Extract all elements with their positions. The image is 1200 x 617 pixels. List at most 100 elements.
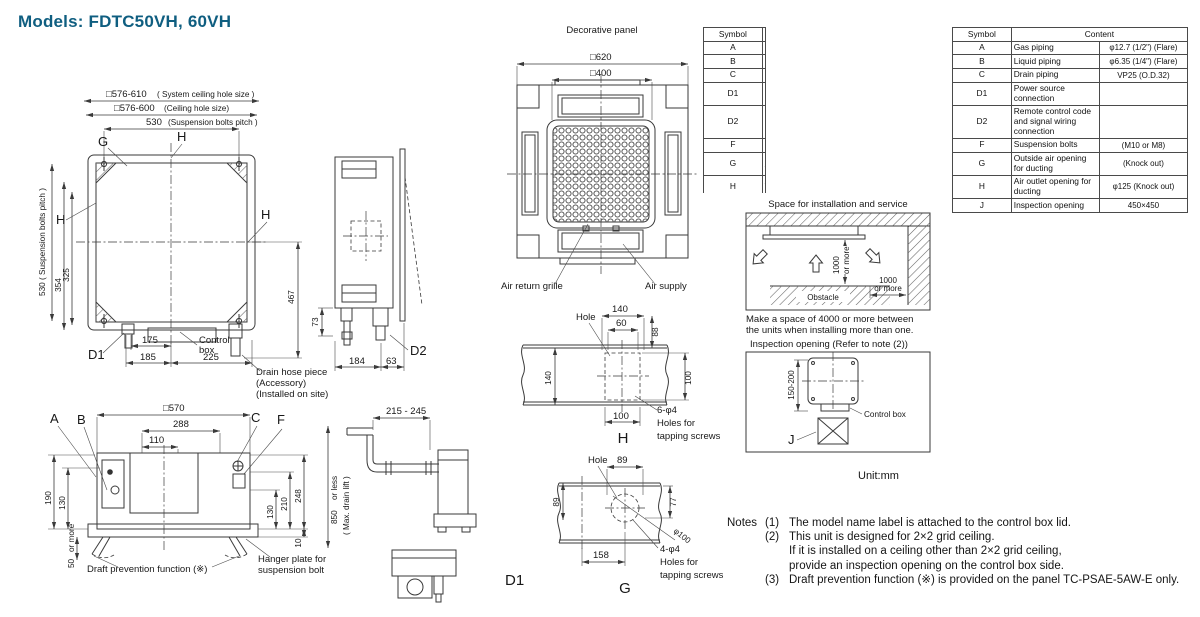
dim-570: □570 bbox=[163, 403, 185, 414]
control-box-shape bbox=[820, 403, 850, 412]
note-2-num: (2) bbox=[765, 531, 780, 544]
control-box-label-1: Control bbox=[199, 335, 230, 346]
dim-850-note: ( Max. drain lift ) bbox=[342, 476, 351, 535]
label-C: C bbox=[251, 410, 260, 425]
dim-130-left: 130 bbox=[58, 496, 67, 510]
control-box-label: Control box bbox=[864, 410, 906, 419]
inspection-title: Inspection opening (Refer to note (2)) bbox=[750, 339, 908, 350]
plan-and-side-view: □576-610 ( System ceiling hole size ) □5… bbox=[38, 89, 427, 400]
dim-1000-horizontal-note: or more bbox=[874, 284, 902, 293]
d1-section-label: D1 bbox=[505, 572, 524, 589]
h-screws-count: 6-φ4 bbox=[657, 405, 677, 416]
dim-50-or-more: or more bbox=[67, 523, 76, 552]
h-hole-label: Hole bbox=[576, 312, 596, 323]
dim-325: 325 bbox=[62, 268, 71, 282]
drain-connection-detail bbox=[391, 549, 457, 603]
dim-63: 63 bbox=[386, 356, 397, 367]
note-1-num: (1) bbox=[765, 517, 780, 529]
label-D2: D2 bbox=[410, 343, 427, 358]
dim-ceiling-hole: □576-600 bbox=[114, 103, 155, 114]
hanger-plate-label-1: Hanger plate for bbox=[258, 554, 326, 565]
g-screws-note-2: tapping screws bbox=[660, 570, 724, 581]
dim-185: 185 bbox=[140, 352, 156, 363]
g-hole-label: Hole bbox=[588, 455, 608, 466]
dim-h-100-bottom: 100 bbox=[613, 411, 629, 422]
dim-g-77: 77 bbox=[669, 497, 678, 507]
dim-system-ceiling-hole-note: ( System ceiling hole size ) bbox=[157, 90, 255, 99]
label-B: B bbox=[77, 412, 86, 427]
dim-210: 210 bbox=[280, 497, 289, 511]
dim-850-or-less: or less bbox=[330, 476, 339, 500]
h-duct-opening-detail: 140 60 88 140 100 100 Hole 6-φ4 Holes fo… bbox=[521, 304, 721, 447]
note-2-text-b: If it is installed on a ceiling other th… bbox=[789, 545, 1062, 558]
h-screws-note-2: tapping screws bbox=[657, 431, 721, 442]
dim-bolt-pitch: 530 bbox=[146, 117, 162, 128]
dim-1000-horizontal: 1000 bbox=[879, 276, 897, 285]
label-J: J bbox=[788, 432, 795, 447]
dim-g-89-top: 89 bbox=[617, 455, 628, 466]
h-screws-note-1: Holes for bbox=[657, 418, 695, 429]
space-note-line-2: the units when installing more than one. bbox=[746, 325, 913, 336]
note-1-text: The model name label is attached to the … bbox=[789, 517, 1071, 529]
note-3-text: Draft prevention function (※) is provide… bbox=[789, 573, 1180, 586]
dim-248: 248 bbox=[294, 489, 303, 503]
notes-block: Notes (1) The model name label is attach… bbox=[727, 516, 1179, 587]
dim-g-phi100: φ100 bbox=[672, 526, 693, 545]
dim-left-bolt-pitch: 530 ( Suspension bolts pitch ) bbox=[38, 188, 47, 296]
side-view: 73 184 63 D2 bbox=[311, 148, 427, 371]
dim-1000-vertical-note: or more bbox=[842, 246, 851, 274]
label-D1: D1 bbox=[88, 347, 105, 362]
notes-heading: Notes bbox=[727, 517, 758, 529]
unit-panel bbox=[762, 234, 866, 240]
dim-h-88: 88 bbox=[651, 327, 660, 337]
dim-184: 184 bbox=[349, 356, 365, 367]
dim-130-right: 130 bbox=[266, 505, 275, 519]
dim-175: 175 bbox=[142, 335, 158, 346]
unit-body bbox=[769, 225, 859, 236]
bottom-and-drain-view: A B □570 288 110 C F bbox=[44, 403, 477, 603]
label-H-top: H bbox=[177, 129, 186, 144]
dim-g-158: 158 bbox=[593, 550, 609, 561]
inspection-opening-diagram: Inspection opening (Refer to note (2)) 1… bbox=[745, 339, 931, 453]
drain-lift-view: 215 - 245 850 or less ( Max. drain lift … bbox=[325, 406, 477, 548]
g-screws-note-1: Holes for bbox=[660, 557, 698, 568]
installation-space-diagram: Space for installation and service Obsta… bbox=[745, 199, 931, 336]
note-2-text-a: This unit is designed for 2×2 grid ceili… bbox=[789, 531, 995, 544]
dim-1000-vertical: 1000 bbox=[832, 256, 841, 274]
h-detail-label: H bbox=[618, 430, 629, 447]
dim-h-140-top: 140 bbox=[612, 304, 628, 315]
drain-hose-label-3: (Installed on site) bbox=[256, 389, 328, 400]
dim-400: □400 bbox=[590, 68, 612, 79]
dim-system-ceiling-hole: □576-610 bbox=[106, 89, 147, 100]
dim-110: 110 bbox=[149, 435, 164, 446]
note-3-num: (3) bbox=[765, 573, 780, 586]
draft-prevention-label: Draft prevention function (※) bbox=[87, 564, 207, 575]
dim-50: 50 bbox=[67, 558, 76, 568]
label-F: F bbox=[277, 412, 285, 427]
dim-215-245: 215 - 245 bbox=[386, 406, 426, 417]
dim-620: □620 bbox=[590, 52, 612, 63]
panel-slats bbox=[521, 94, 682, 253]
decorative-panel-title: Decorative panel bbox=[566, 25, 637, 36]
table-header-symbol: Symbol bbox=[703, 27, 763, 42]
label-G: G bbox=[98, 134, 108, 149]
dim-850: 850 bbox=[330, 510, 339, 524]
table-header-symbol: Symbol bbox=[952, 27, 1012, 42]
decorative-panel-view: Decorative panel □620 □400 Air return gr… bbox=[501, 25, 697, 292]
g-screws-count: 4-φ4 bbox=[660, 544, 680, 555]
table-header-content: Content bbox=[1010, 27, 1189, 42]
dim-10: 10 bbox=[294, 538, 303, 548]
suspension-bolt-marks bbox=[100, 157, 243, 328]
